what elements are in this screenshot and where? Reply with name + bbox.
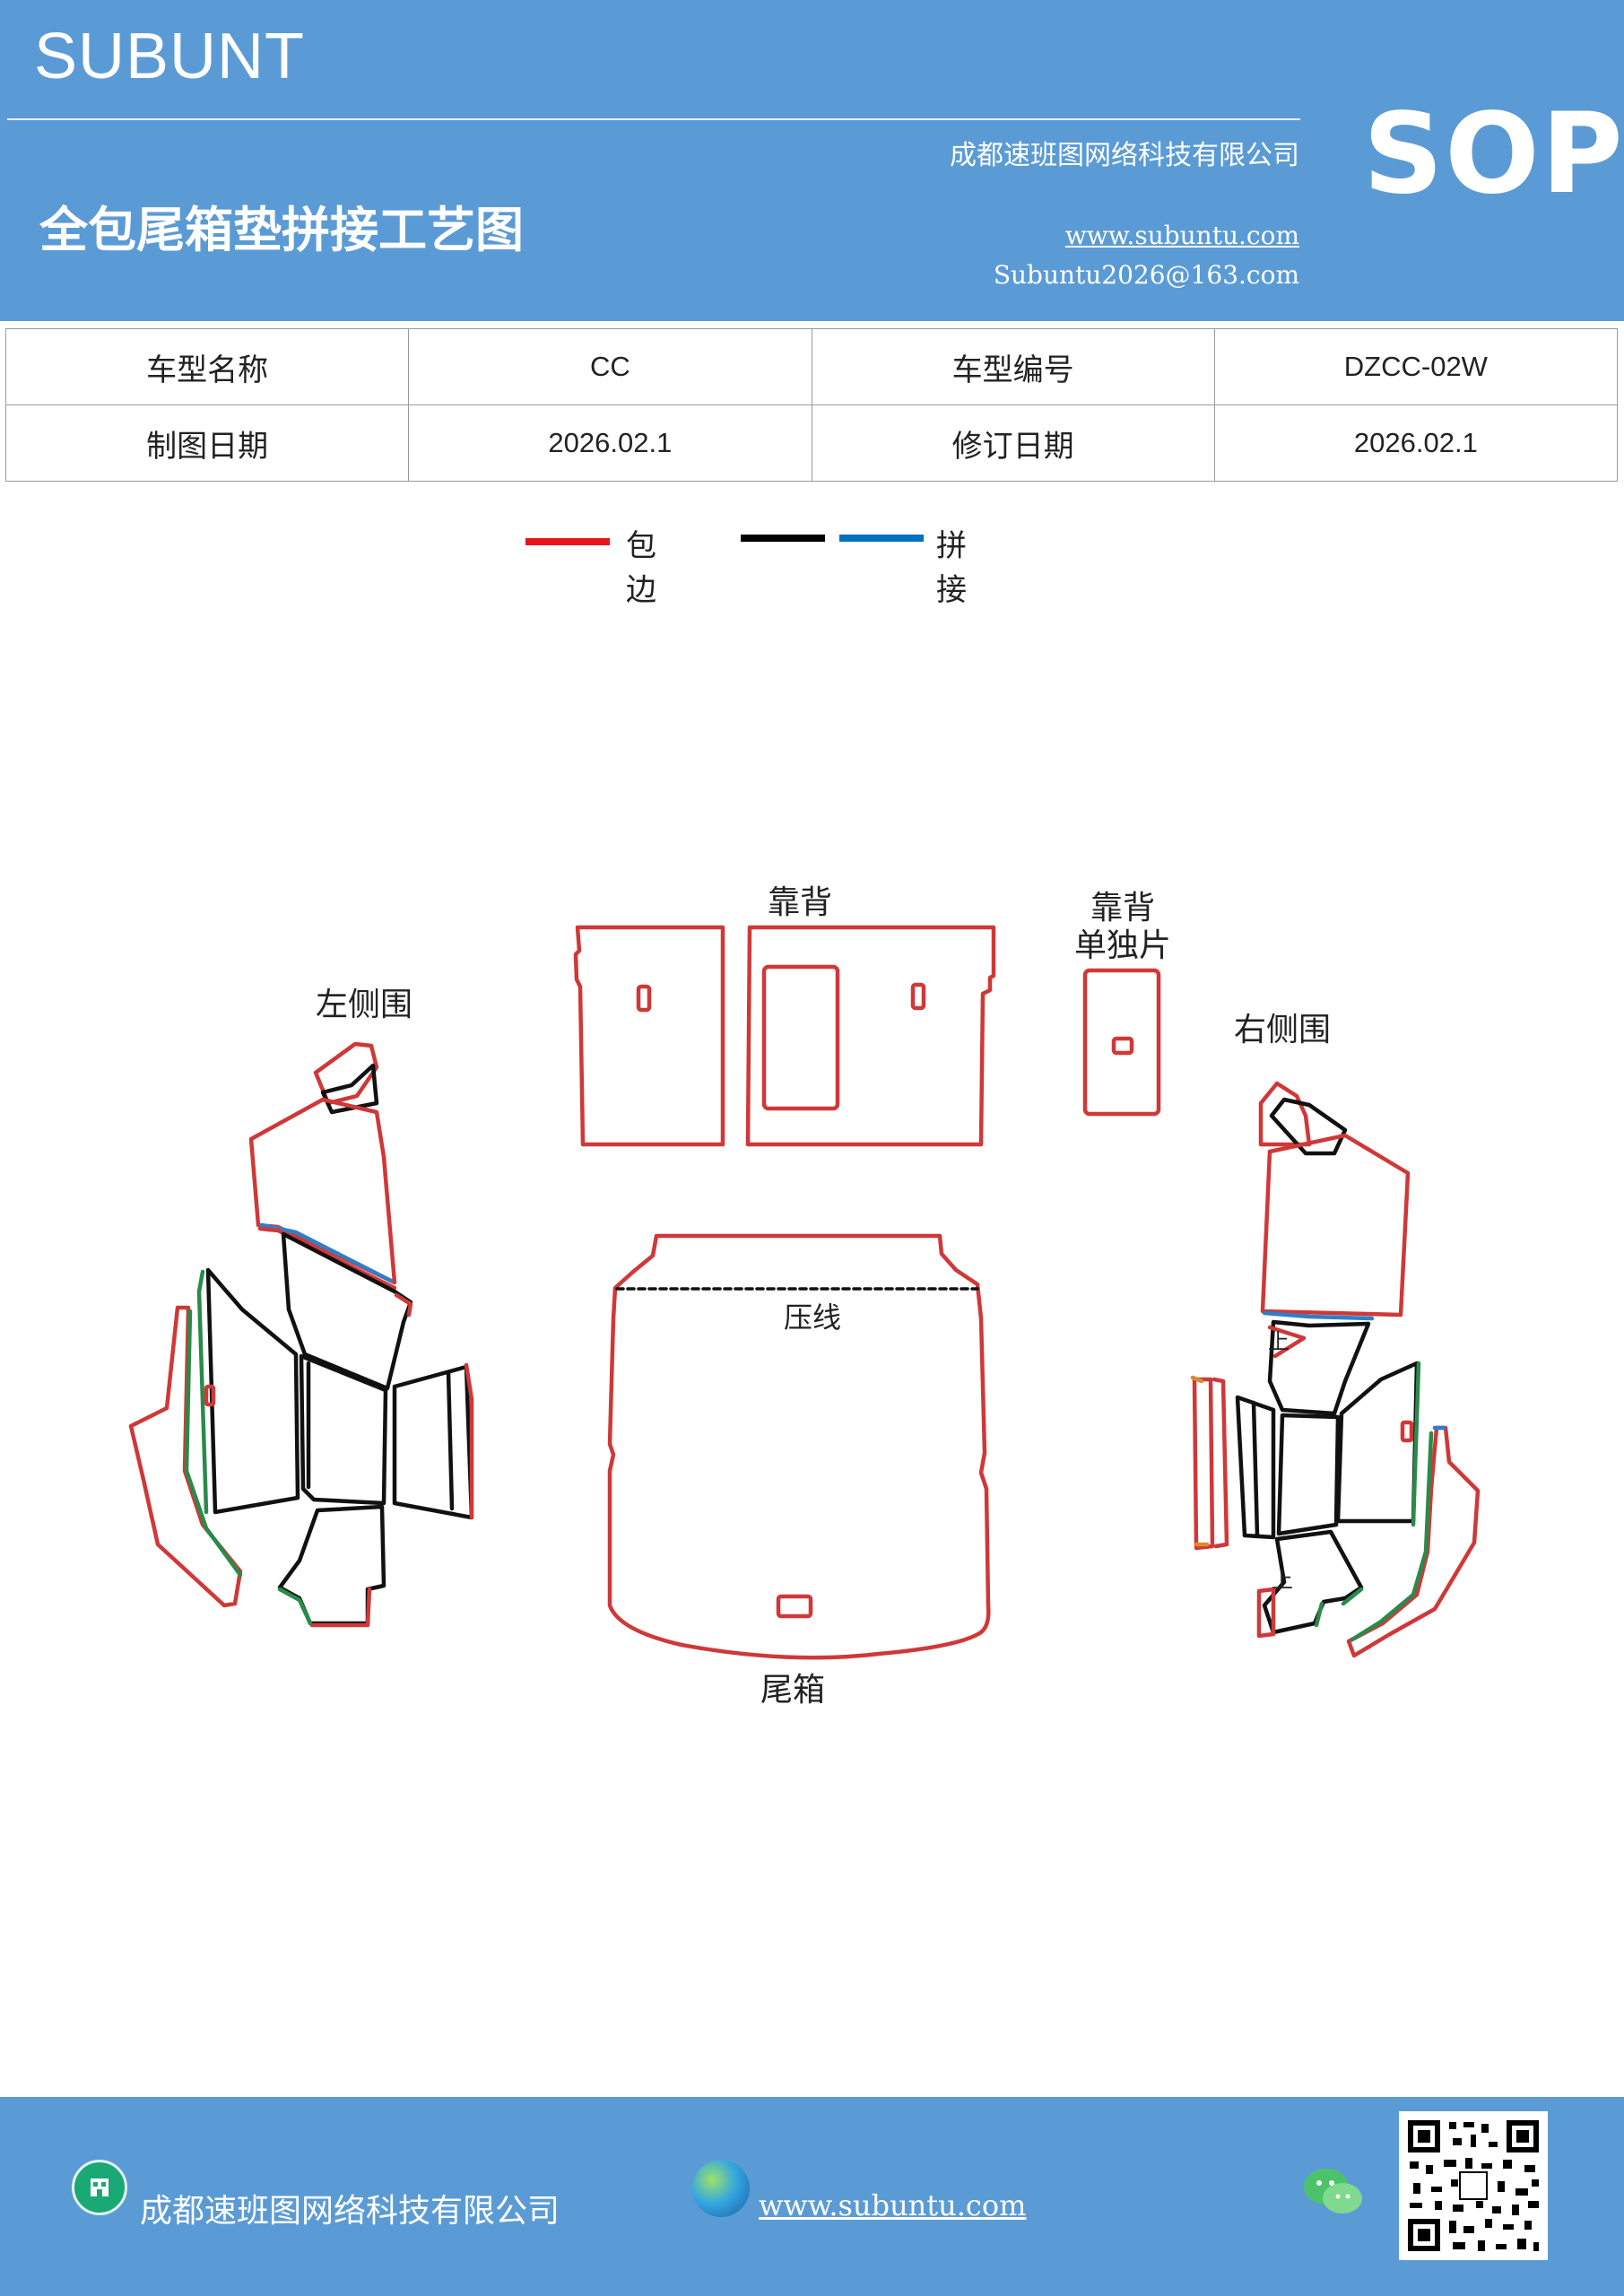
- backrest-main-slot: [910, 982, 926, 1011]
- right-center-panel: [1276, 1413, 1341, 1536]
- left-upper-seam-blue: [259, 1222, 394, 1283]
- draw-date-label: 制图日期: [4, 404, 410, 482]
- right-bottom-red: [1256, 1587, 1276, 1639]
- backrest-left-panel: [573, 925, 725, 1147]
- label-trunk: 尾箱: [760, 1672, 825, 1709]
- label-left-side: 左侧围: [316, 987, 413, 1023]
- trunk-panel: [607, 1233, 991, 1660]
- legend-seam-label: 拼接: [936, 528, 967, 608]
- footer-banner: 成都速班图网络科技有限公司 www.subuntu.com: [0, 2097, 1624, 2296]
- right-upper-panel: [1260, 1133, 1411, 1318]
- label-up-mark-1: 上: [1268, 1329, 1290, 1354]
- left-outer-green: [184, 1309, 243, 1578]
- backrest-left-slot: [636, 984, 652, 1013]
- model-name-value: CC: [408, 328, 812, 405]
- right-outer-orange: [1190, 1375, 1210, 1547]
- left-top-cap-seam: [320, 1063, 379, 1115]
- right-fan-slot: [1400, 1420, 1414, 1443]
- footer-company: 成都速班图网络科技有限公司: [140, 2193, 560, 2230]
- left-mid-edge: [394, 1292, 413, 1318]
- header-email: Subuntu2026@163.com: [993, 260, 1299, 290]
- header-company: 成都速班图网络科技有限公司: [950, 140, 1299, 171]
- label-up-mark-2: 上: [1272, 1568, 1293, 1593]
- table-row: 车型名称 CC 车型编号 DZCC-02W: [4, 328, 1619, 405]
- left-center-panel: [299, 1353, 388, 1506]
- model-name-label: 车型名称: [4, 328, 410, 405]
- info-table: 车型名称 CC 车型编号 DZCC-02W 制图日期 2026.02.1 修订日…: [4, 328, 1619, 482]
- revision-date-label: 修订日期: [811, 404, 1215, 482]
- backrest-main-panel: [745, 925, 996, 1147]
- right-mid-red: [1267, 1325, 1307, 1359]
- model-code-value: DZCC-02W: [1213, 328, 1619, 405]
- document-title: 全包尾箱垫拼接工艺图: [39, 201, 524, 258]
- trunk-handle-slot: [776, 1594, 813, 1619]
- left-right-panel: [392, 1364, 474, 1520]
- legend-seam-black-swatch: [741, 535, 825, 542]
- label-backrest-single-2: 单独片: [1074, 927, 1171, 964]
- trunk-mat-diagram: 靠背 靠背 单独片 左侧围 右侧围 压线 尾箱 上 上: [128, 884, 1481, 1709]
- right-fan-green: [1411, 1361, 1421, 1527]
- legend-seam-blue-swatch: [839, 535, 924, 542]
- right-tall-green: [1350, 1431, 1434, 1642]
- footer-website-link[interactable]: www.subuntu.com: [759, 2188, 1027, 2222]
- right-outer-strip: [1192, 1377, 1215, 1551]
- model-code-label: 车型编号: [811, 328, 1215, 405]
- right-center-left: [1235, 1395, 1276, 1540]
- right-mid-panel: [1267, 1319, 1371, 1416]
- left-fan-green: [196, 1269, 209, 1515]
- sop-badge: SOP: [1363, 90, 1624, 219]
- legend-edge-label: 包边: [626, 528, 656, 608]
- left-right-red-edge: [464, 1362, 474, 1520]
- label-backrest: 靠背: [768, 884, 832, 921]
- globe-icon: [692, 2160, 750, 2217]
- brand-name: SUBUNT: [34, 21, 306, 92]
- right-top-cap-seam: [1269, 1097, 1348, 1156]
- header-website-link[interactable]: www.subuntu.com: [1064, 221, 1299, 250]
- right-top-cap: [1258, 1081, 1312, 1147]
- draw-date-value: 2026.02.1: [408, 404, 812, 482]
- right-center-left-inner: [1251, 1400, 1260, 1538]
- left-fan-panel: [205, 1267, 300, 1515]
- building-icon: [72, 2160, 127, 2215]
- wechat-icon[interactable]: [1302, 2165, 1365, 2219]
- left-fan-slot: [204, 1384, 216, 1407]
- label-backrest-single-1: 靠背: [1090, 890, 1155, 926]
- left-bottom-green: [277, 1587, 313, 1626]
- left-upper-seam-red: [257, 1226, 397, 1291]
- backrest-single-panel: [1082, 968, 1161, 1117]
- right-bottom-green: [1314, 1587, 1364, 1628]
- left-bottom-red: [309, 1587, 372, 1628]
- right-outer-inner: [1211, 1377, 1229, 1549]
- header-banner: SUBUNT 成都速班图网络科技有限公司 全包尾箱垫拼接工艺图 www.subu…: [0, 0, 1624, 321]
- legend-edge-swatch: [525, 538, 610, 545]
- qr-code[interactable]: [1399, 2111, 1548, 2260]
- table-row: 制图日期 2026.02.1 修订日期 2026.02.1: [4, 404, 1619, 482]
- label-right-side: 右侧围: [1234, 1012, 1331, 1048]
- backrest-single-slot: [1111, 1036, 1134, 1056]
- header-divider: [7, 118, 1300, 120]
- backrest-window: [761, 964, 840, 1111]
- right-upper-seam-blue: [1262, 1310, 1375, 1321]
- left-right-inner: [446, 1370, 455, 1511]
- label-press-line: 压线: [784, 1300, 841, 1335]
- revision-date-value: 2026.02.1: [1213, 404, 1619, 482]
